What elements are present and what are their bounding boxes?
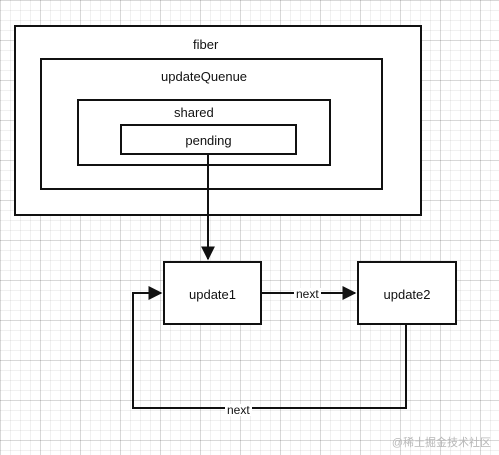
watermark-text: @稀土掘金技术社区 <box>391 437 491 449</box>
pending-box: pending <box>120 124 297 155</box>
pending-label: pending <box>185 133 232 148</box>
update2-to-update1-arrow <box>132 286 407 409</box>
update2-label: update2 <box>383 287 431 302</box>
next-back-label: next <box>225 403 252 417</box>
update1-label: update1 <box>189 287 236 302</box>
update-queue-label: updateQuenue <box>161 69 248 84</box>
next-forward-label: next <box>294 287 321 301</box>
fiber-label: fiber <box>193 37 219 52</box>
update2-node: update2 <box>357 261 457 325</box>
update1-node: update1 <box>163 261 262 325</box>
shared-label: shared <box>174 105 214 120</box>
